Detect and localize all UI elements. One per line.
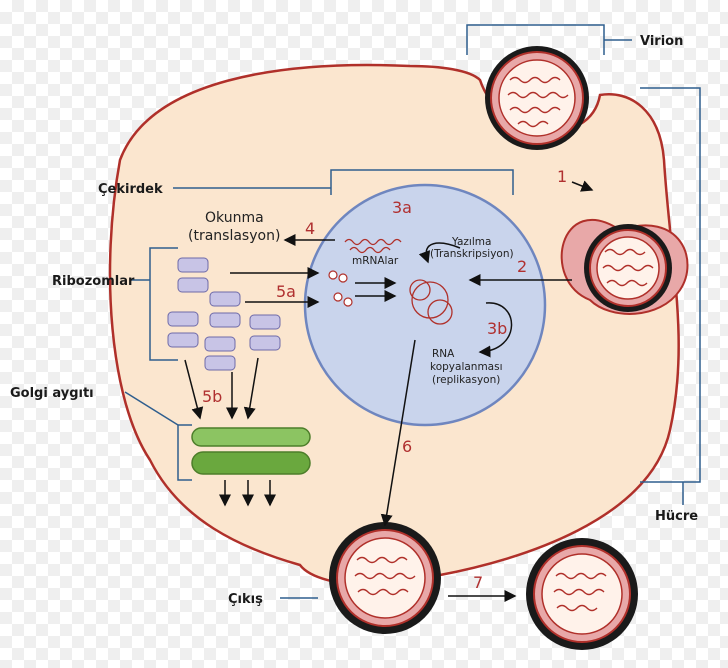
label-translation: Okunma bbox=[205, 210, 264, 226]
label-exit: Çıkış bbox=[228, 592, 263, 607]
step-3b: 3b bbox=[487, 319, 507, 338]
rna-particles bbox=[328, 270, 353, 307]
label-brackets bbox=[124, 24, 701, 599]
mrna-strand bbox=[344, 238, 402, 254]
virion-entering bbox=[560, 219, 689, 315]
ribosomes bbox=[167, 257, 281, 371]
virion-released bbox=[526, 538, 638, 650]
label-rna: RNA bbox=[432, 348, 455, 360]
golgi-apparatus bbox=[191, 427, 311, 475]
process-arrows bbox=[184, 180, 594, 602]
step-1: 1 bbox=[557, 167, 567, 186]
step-7: 7 bbox=[473, 573, 483, 592]
label-transcription-paren: (Transkripsiyon) bbox=[430, 248, 514, 260]
virion-top bbox=[485, 46, 589, 150]
label-cell: Hücre bbox=[655, 509, 698, 524]
step-5b: 5b bbox=[202, 387, 222, 406]
virion-budding bbox=[329, 522, 441, 634]
step-5a: 5a bbox=[276, 282, 296, 301]
label-copying: kopyalanması bbox=[430, 361, 503, 373]
label-mrna: mRNAlar bbox=[352, 255, 399, 267]
label-nucleus: Çekirdek bbox=[98, 182, 163, 197]
label-transcription: Yazılma bbox=[451, 236, 491, 248]
replicating-rna bbox=[409, 279, 453, 325]
label-translation-paren: (translasyon) bbox=[188, 228, 280, 244]
step-3a: 3a bbox=[392, 198, 412, 217]
label-replication: (replikasyon) bbox=[432, 374, 500, 386]
step-2: 2 bbox=[517, 257, 527, 276]
nucleus bbox=[303, 183, 547, 427]
step-4: 4 bbox=[305, 219, 315, 238]
step-6: 6 bbox=[402, 437, 412, 456]
label-golgi: Golgi aygıtı bbox=[10, 386, 94, 401]
label-virion: Virion bbox=[640, 34, 683, 49]
label-ribosomes: Ribozomlar bbox=[52, 274, 135, 289]
